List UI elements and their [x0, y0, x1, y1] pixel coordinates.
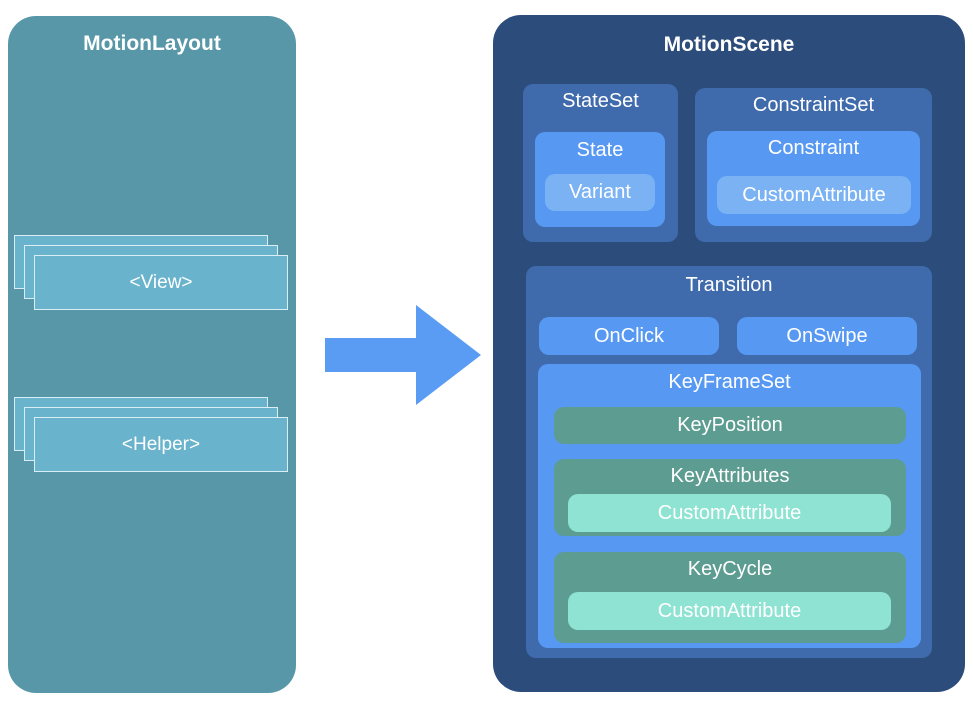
transition-title: Transition	[685, 274, 773, 296]
variant-label: Variant	[569, 181, 631, 203]
on-click-box: OnClick	[539, 317, 719, 355]
state-title: State	[576, 139, 624, 161]
on-swipe-label: OnSwipe	[786, 324, 868, 347]
right-arrow-icon	[325, 305, 481, 405]
key-attributes-custom-attribute-box: CustomAttribute	[568, 494, 891, 532]
on-click-label: OnClick	[593, 324, 664, 347]
helper-card: <Helper>	[34, 417, 288, 472]
key-cycle-custom-attribute-label: CustomAttribute	[657, 599, 802, 622]
view-label: <View>	[129, 271, 193, 293]
key-attributes-title: KeyAttributes	[670, 465, 790, 487]
motion-scene-title: MotionScene	[663, 33, 795, 56]
key-attributes-box: KeyAttributes CustomAttribute	[554, 459, 906, 536]
helper-label: <Helper>	[121, 433, 201, 455]
constraint-custom-attribute-label: CustomAttribute	[742, 183, 886, 206]
key-cycle-title: KeyCycle	[687, 558, 773, 580]
variant-box: Variant	[545, 174, 655, 211]
on-swipe-box: OnSwipe	[737, 317, 917, 355]
constraint-set-box: ConstraintSet Constraint CustomAttribute	[695, 88, 932, 242]
key-frame-set-box: KeyFrameSet KeyPosition KeyAttributes Cu…	[538, 364, 921, 648]
key-frame-set-title: KeyFrameSet	[668, 371, 791, 393]
motion-layout-panel: MotionLayout <View> <Helper>	[8, 16, 296, 693]
key-cycle-box: KeyCycle CustomAttribute	[554, 552, 906, 643]
key-position-label: KeyPosition	[677, 414, 783, 436]
constraint-custom-attribute-box: CustomAttribute	[717, 176, 911, 214]
constraint-set-title: ConstraintSet	[752, 94, 875, 116]
transition-box: Transition OnClick OnSwipe KeyFrameSet K…	[526, 266, 932, 658]
arrow-shape	[325, 305, 481, 405]
constraint-box: Constraint CustomAttribute	[707, 131, 920, 226]
key-attributes-custom-attribute-label: CustomAttribute	[657, 501, 802, 524]
state-box: State Variant	[535, 132, 665, 227]
motion-layout-title: MotionLayout	[83, 32, 221, 55]
view-card: <View>	[34, 255, 288, 310]
state-set-title: StateSet	[562, 90, 639, 112]
motion-scene-panel: MotionScene StateSet State Variant Const…	[493, 15, 965, 692]
state-set-box: StateSet State Variant	[523, 84, 678, 242]
key-position-box: KeyPosition	[554, 407, 906, 444]
key-cycle-custom-attribute-box: CustomAttribute	[568, 592, 891, 630]
constraint-title: Constraint	[767, 137, 860, 159]
